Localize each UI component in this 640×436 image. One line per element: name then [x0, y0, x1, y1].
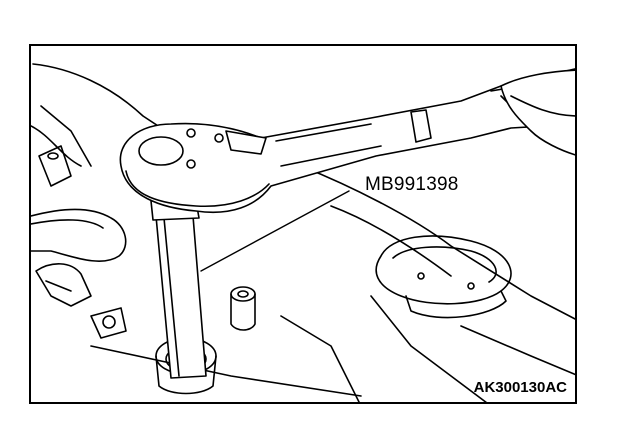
illustration-frame: MB991398 AK300130AC	[29, 44, 577, 404]
cylinder-head-outline	[31, 63, 575, 402]
socket-extension	[150, 200, 207, 379]
cam-cap-left	[38, 145, 72, 187]
oil-filler-cap-icon	[375, 235, 512, 319]
tool-callout-label: MB991398	[365, 174, 459, 195]
hand	[500, 69, 575, 156]
hex-bolt-icon	[90, 307, 127, 339]
hose	[31, 208, 127, 262]
engine-wrench-illustration	[31, 63, 575, 402]
bracket	[35, 263, 127, 339]
center-boss	[230, 286, 256, 331]
figure-id-label: AK300130AC	[473, 379, 567, 396]
callout-leader-line	[200, 190, 350, 272]
